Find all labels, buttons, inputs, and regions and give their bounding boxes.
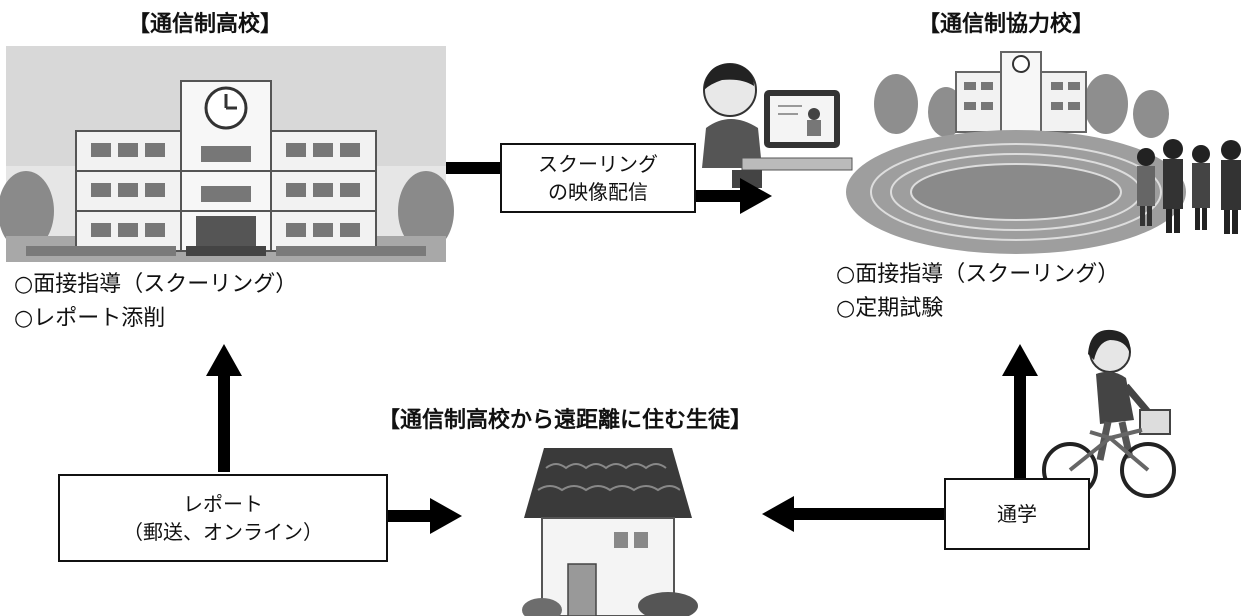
partner-school-title: 【通信制協力校】	[918, 12, 1095, 37]
report-box-line2: （郵送、オンライン）	[123, 520, 323, 544]
report-box: レポート （郵送、オンライン）	[58, 474, 388, 562]
school-item-report-correction: ○レポート添削	[14, 306, 166, 331]
commute-box: 通学	[944, 478, 1090, 550]
arrow-school-to-streaming	[446, 162, 502, 174]
arrow-report-to-house	[386, 498, 462, 534]
student-house-illustration	[522, 448, 698, 616]
streaming-box-line2: の映像配信	[548, 180, 648, 204]
partner-item-exam: ○定期試験	[836, 296, 944, 321]
report-box-line1: レポート	[183, 492, 263, 516]
streaming-box-line1: スクーリング	[538, 152, 658, 176]
partner-school-illustration	[846, 51, 1241, 254]
streaming-box: スクーリング の映像配信	[500, 143, 696, 213]
arrow-streaming-to-partner	[696, 178, 772, 214]
commute-box-label: 通学	[997, 502, 1037, 526]
student-title: 【通信制高校から遠距離に住む生徒】	[378, 408, 753, 433]
student-cycling-illustration	[1042, 329, 1176, 498]
student-watching-stream-illustration	[702, 63, 853, 188]
school-item-schooling: ○面接指導（スクーリング）	[14, 272, 298, 297]
partner-function-list: ○面接指導（スクーリング） ○定期試験	[836, 258, 1119, 326]
arrow-commute-to-house	[762, 496, 948, 532]
arrow-commute-up-to-partner	[1002, 344, 1038, 482]
school-function-list: ○面接指導（スクーリング） ○レポート添削	[14, 268, 297, 336]
school-title: 【通信制高校】	[128, 12, 283, 37]
partner-item-schooling: ○面接指導（スクーリング）	[836, 262, 1120, 287]
arrow-report-up-to-school	[206, 344, 242, 472]
high-school-illustration	[0, 46, 454, 262]
